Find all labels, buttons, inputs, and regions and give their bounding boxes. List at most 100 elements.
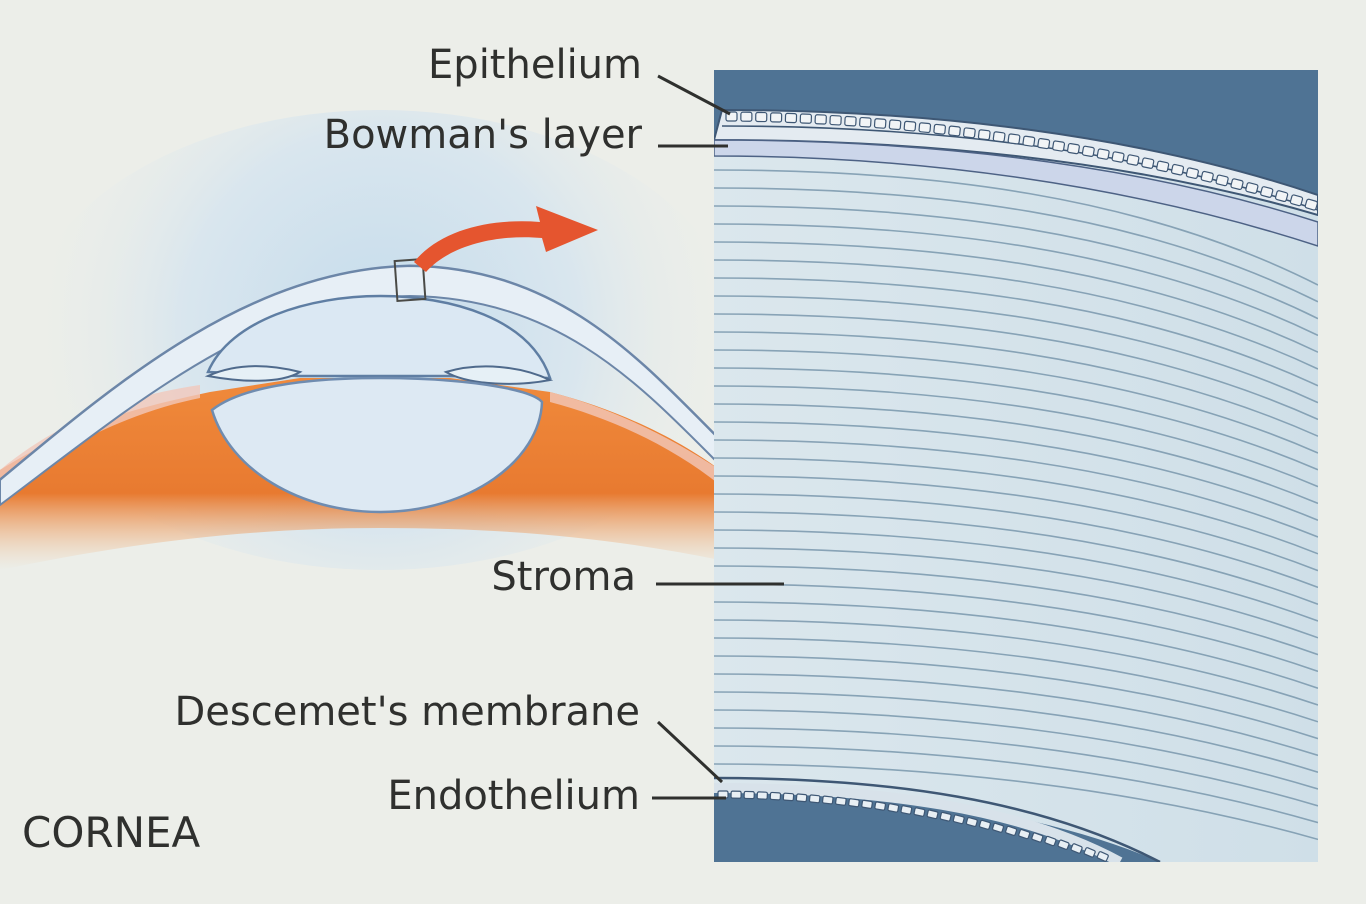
stroma-lamella: [714, 547, 1318, 639]
endothelial-cell: [874, 801, 887, 811]
stroma-lamella: [714, 313, 1318, 421]
epithelial-cell: [1111, 151, 1125, 163]
endothelial-cell: [848, 798, 860, 808]
endothelial-cell: [861, 799, 873, 809]
bowmans-layer-band: [714, 139, 1318, 247]
epithelium-leader: [657, 74, 731, 116]
epithelial-cell: [1156, 160, 1170, 173]
endothelium-band: [714, 783, 1123, 862]
epithelial-cell: [1185, 167, 1199, 179]
endothelial-cell: [926, 809, 939, 820]
stroma-lamella: [714, 439, 1318, 538]
stroma-lamella: [714, 673, 1318, 757]
stroma-lamella: [714, 457, 1318, 555]
endothelial-cell: [821, 795, 834, 805]
epithelial-cell: [784, 112, 798, 124]
epithelial-cell: [859, 116, 872, 128]
stroma-lamella: [714, 763, 1318, 841]
descemets-membrane-line: [714, 776, 1161, 862]
magnified-region-box: [393, 258, 427, 302]
endothelial-cell: [1031, 832, 1044, 843]
epithelial-cell: [963, 127, 976, 139]
stroma-lamella: [714, 205, 1318, 320]
epithelial-cell: [1141, 157, 1155, 169]
endothelial-cell: [978, 819, 991, 830]
endothelial-cell: [769, 791, 782, 801]
endothelial-cell: [1083, 847, 1096, 858]
epithelial-cell: [1037, 137, 1051, 150]
stroma-lamella: [714, 637, 1318, 723]
stroma-lamella: [714, 169, 1318, 286]
endothelium-label: Endothelium: [387, 773, 640, 819]
epithelial-cell: [740, 111, 753, 122]
epithelial-cell: [1304, 198, 1318, 211]
endothelial-cell: [965, 817, 978, 827]
stroma-lamella: [714, 565, 1318, 656]
stroma-lamella: [714, 367, 1318, 471]
stroma-lamella: [714, 709, 1318, 790]
epithelial-cell: [992, 131, 1006, 143]
epithelial-cell: [1289, 194, 1304, 207]
epithelial-cell: [1126, 154, 1140, 166]
stroma-lamella: [714, 493, 1318, 589]
stroma-lamella: [714, 475, 1318, 572]
stroma-lamella: [714, 349, 1318, 454]
posterior-dark-region: [714, 788, 1120, 862]
epithelial-cell: [844, 115, 857, 127]
endothelial-cell: [743, 790, 755, 800]
epithelial-cell: [1052, 140, 1066, 152]
endothelial-cell: [730, 790, 742, 799]
stroma-lamella: [714, 223, 1318, 337]
epithelial-cell: [1274, 190, 1289, 203]
endothelial-cell: [1057, 839, 1070, 850]
epithelial-cell: [799, 113, 813, 124]
epithelial-cell: [888, 119, 902, 131]
epithelial-cell: [1170, 163, 1185, 176]
endothelial-cell: [1070, 843, 1083, 854]
endothelial-cell: [835, 796, 847, 806]
endothelial-cell: [808, 794, 821, 804]
epithelial-cell: [918, 122, 932, 134]
endothelial-cell: [913, 807, 926, 817]
endothelial-cell: [952, 814, 965, 825]
stroma-lamella: [714, 655, 1318, 740]
endothelial-cell: [1018, 828, 1031, 840]
endothelial-cell: [756, 791, 768, 800]
stroma-lamella: [714, 259, 1318, 370]
stroma-lamella: [714, 511, 1318, 605]
stroma-lamella: [714, 421, 1318, 521]
stroma-lamella: [714, 187, 1318, 303]
epithelial-cell: [829, 114, 842, 126]
anterior-chamber: [206, 294, 552, 380]
stroma-lamella: [714, 601, 1318, 689]
epithelial-cell: [1067, 142, 1080, 155]
stroma-lamella: [714, 295, 1318, 404]
stroma-lamella: [714, 727, 1318, 807]
endothelial-cell: [887, 803, 900, 813]
stroma-lamella: [714, 331, 1318, 437]
epithelial-cell: [873, 118, 887, 129]
epithelial-cell: [769, 112, 783, 123]
epithelial-cell: [1022, 135, 1036, 147]
endothelial-cell: [1044, 835, 1057, 847]
stroma-lamella: [714, 619, 1318, 706]
epithelial-cell: [948, 125, 961, 137]
descemets-membrane-label: Descemet's membrane: [174, 689, 640, 735]
stroma-lamella: [714, 241, 1318, 353]
endothelial-cell: [900, 805, 913, 815]
stroma-label: Stroma: [491, 554, 636, 600]
epithelial-cell: [933, 123, 946, 135]
epithelial-cell: [1245, 182, 1259, 194]
epithelium-label: Epithelium: [428, 42, 642, 88]
stroma-lamella: [714, 385, 1318, 488]
endothelial-cell: [1096, 851, 1109, 862]
epithelial-cell: [755, 111, 768, 123]
leader-lines: [652, 74, 784, 800]
epithelial-cell: [1230, 178, 1244, 191]
epithelial-cell: [1260, 186, 1274, 198]
stroma-lamella: [714, 745, 1318, 824]
epithelial-cell: [1081, 145, 1095, 157]
stroma-lamella: [714, 403, 1318, 505]
